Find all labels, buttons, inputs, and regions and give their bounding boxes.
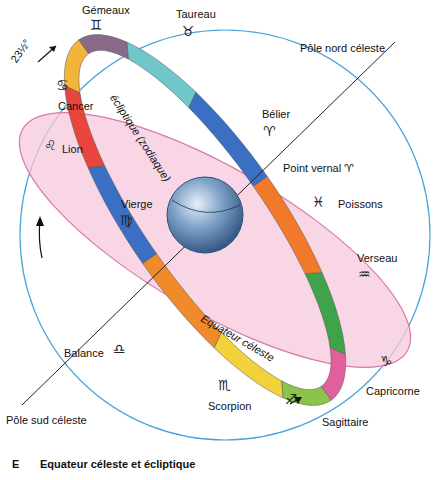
point-label: Point vernal ♈ [283,162,354,174]
constellation-name: Capricorne [366,385,420,397]
constellation-name: Scorpion [208,400,251,412]
pole-label: Pôle sud céleste [6,414,87,426]
zodiac-symbol: ♑ [380,354,393,369]
constellation-name: Vierge [121,198,153,210]
zodiac-segment [88,166,157,263]
zodiac-symbol: ♋ [56,78,69,93]
earth [167,177,243,253]
zodiac-segment [127,42,196,107]
zodiac-symbol: ♎ [113,342,126,357]
sphere-outline [20,30,430,440]
constellation-name: Balance [64,347,104,359]
zodiac-segment [65,86,105,168]
zodiac-segment [79,35,129,60]
constellation-name: Verseau [357,252,397,264]
constellation-name: Taureau [176,8,216,20]
constellation-name: Sagittaire [322,416,368,428]
zodiac-symbol: ♒ [358,267,371,282]
constellation-name: Bélier [262,108,290,120]
angle-arrow [38,46,56,62]
zodiac-symbol: ♏ [218,378,231,393]
zodiac-symbol: ♈ [263,124,276,139]
zodiac-symbol: ♉ [182,24,195,39]
earth-equator [172,200,240,212]
celestial-axis [22,42,395,405]
zodiac-segment [189,92,268,186]
zodiac-symbol: ♊ [90,18,103,33]
constellation-name: Gémeaux [82,4,130,16]
zodiac-symbol: ♍ [120,213,133,228]
pole-label: Pôle nord céleste [300,42,385,54]
constellation-name: Cancer [58,100,93,112]
arrow-head [49,46,56,52]
zodiac-symbol: ♌ [44,138,57,153]
angle-label: 23½° [8,37,33,65]
arrow-head [36,216,44,226]
constellation-name: Lion [62,143,83,155]
zodiac-symbol: ♓ [312,195,325,210]
constellation-name: Poissons [338,198,383,210]
zodiac-symbol: ♐ [285,392,298,407]
celestial-equator [0,67,436,414]
figure-caption: Equateur céleste et écliptique [40,458,195,470]
zodiac-segment [305,272,345,354]
zodiac-segment [143,254,222,348]
zodiac-segment [321,347,345,400]
ecliptic-band [64,35,345,406]
figure-letter: E [12,458,19,470]
zodiac-segment [253,176,322,273]
